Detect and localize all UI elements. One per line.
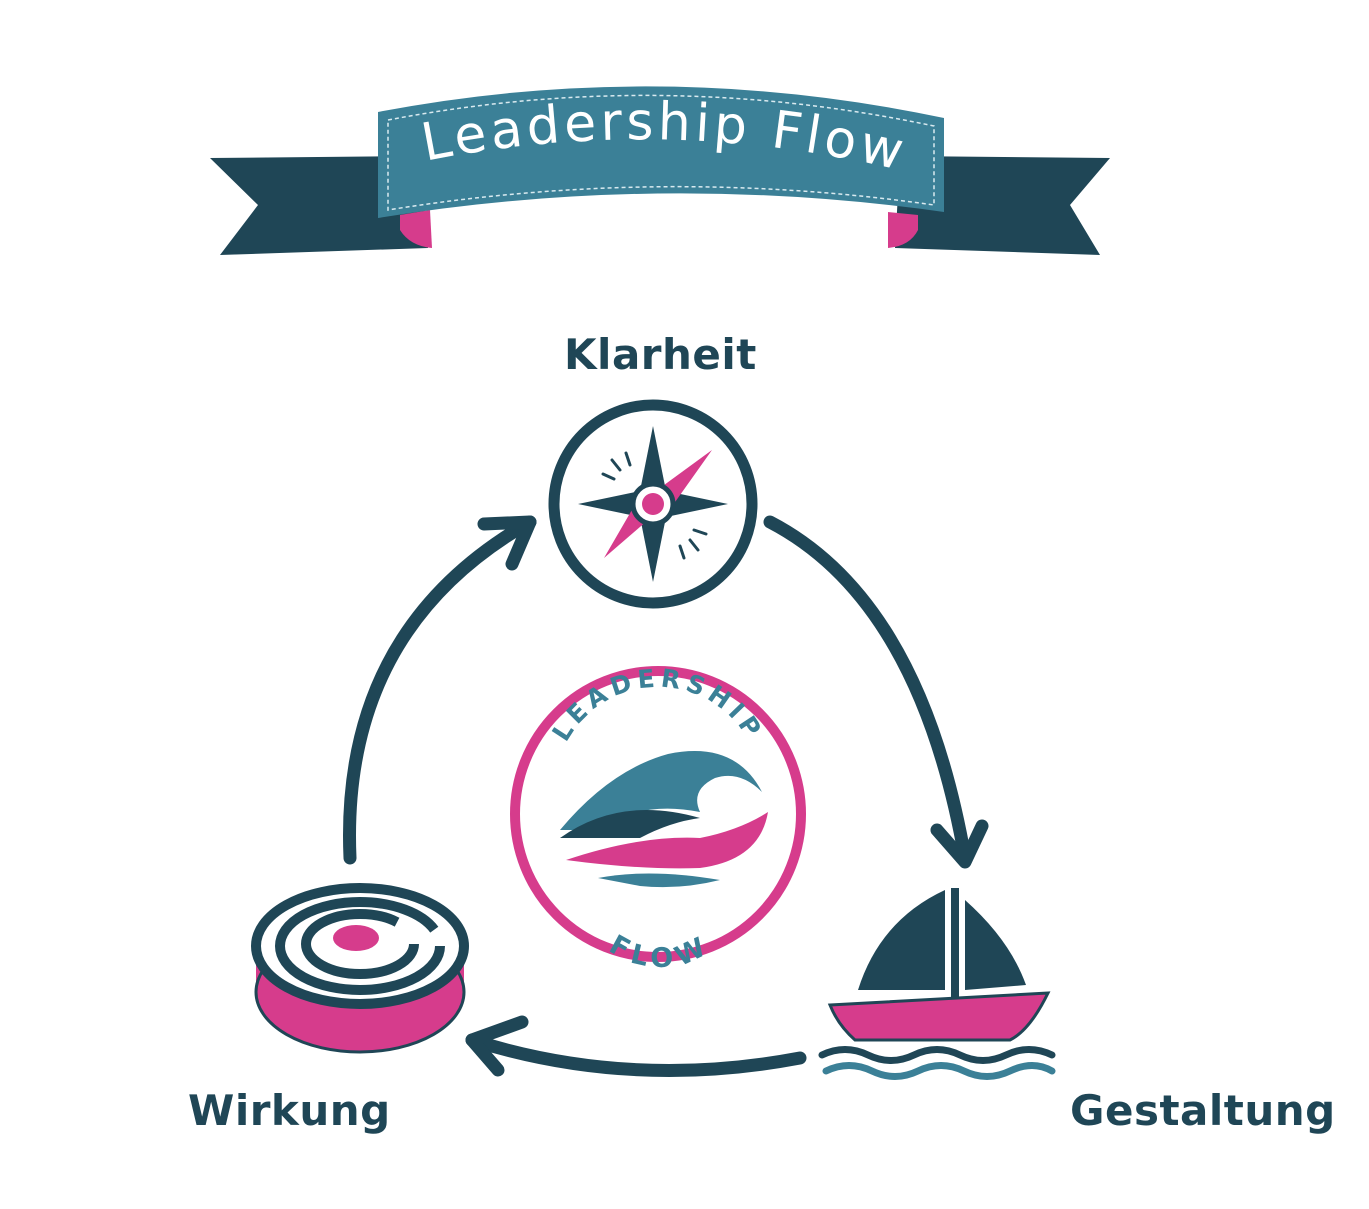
compass-icon	[548, 399, 758, 609]
banner-right-tail	[895, 156, 1110, 255]
banner-stitching	[387, 94, 935, 211]
banner-left-tail	[210, 156, 428, 255]
arrow-wirkung-to-klarheit-head	[477, 515, 537, 571]
arrow-gestaltung-to-wirkung	[465, 1033, 807, 1077]
sailboat-icon	[818, 888, 1056, 1080]
leadership-flow-logo: LEADERSHIP FLOW	[510, 664, 806, 975]
arrow-gestaltung-to-wirkung-head	[465, 1015, 529, 1077]
step-label-gestaltung: Gestaltung	[1070, 1086, 1336, 1135]
arrow-klarheit-to-gestaltung	[763, 515, 972, 865]
arrow-klarheit-to-gestaltung-head	[930, 819, 989, 869]
step-label-klarheit: Klarheit	[564, 330, 757, 379]
wave-icon	[560, 751, 768, 888]
arrow-wirkung-to-klarheit	[343, 515, 537, 865]
banner-right-fold	[888, 212, 918, 248]
cycle-arrows	[343, 515, 989, 1077]
banner-left-fold	[400, 210, 432, 248]
banner-ribbon	[378, 86, 944, 218]
step-label-wirkung: Wirkung	[188, 1086, 391, 1135]
target-icon	[251, 883, 469, 1054]
title-banner: Leadership Flow	[210, 86, 1110, 255]
